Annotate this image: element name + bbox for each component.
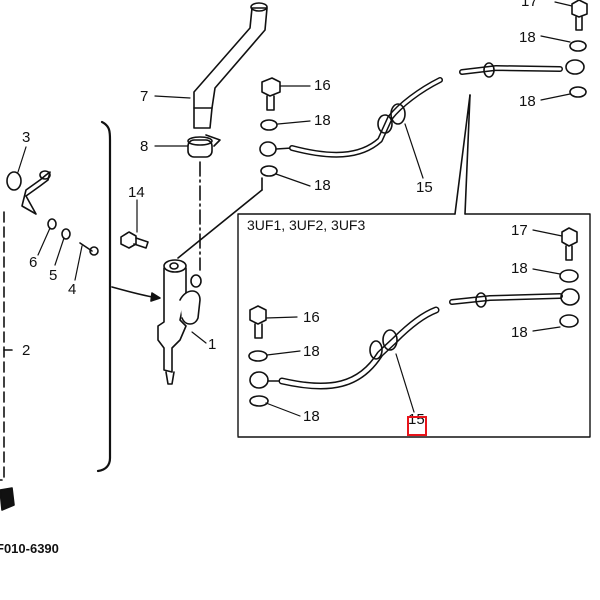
label-part-8: 8 [140, 138, 149, 155]
label-part-6: 6 [29, 254, 38, 271]
label-part-4: 4 [68, 281, 77, 298]
label-part-7: 7 [140, 88, 149, 105]
washer-part-18-inset-a [248, 350, 268, 362]
fwd-badge-icon [0, 487, 15, 511]
label-part-17-main: 17 [521, 0, 538, 10]
label-part-18-main-b: 18 [314, 177, 331, 194]
clamp-part-8 [187, 134, 221, 158]
inset-title: 3UF1, 3UF2, 3UF3 [247, 217, 366, 233]
washer-part-18-main-b [260, 165, 278, 177]
label-part-18-main-d: 18 [519, 93, 536, 110]
oring-part-3 [6, 171, 22, 191]
frame-bracket [96, 120, 112, 473]
label-part-18-inset-c: 18 [511, 260, 528, 277]
washer-part-6 [47, 218, 57, 230]
washer-part-18-main-c [569, 40, 587, 52]
reservoir-outline-part-2 [0, 211, 5, 481]
label-part-14: 14 [128, 184, 145, 201]
bolt-part-14 [120, 231, 149, 249]
screw-part-4 [79, 242, 99, 256]
label-part-18-inset-d: 18 [511, 324, 528, 341]
brake-hose-right-main [459, 59, 585, 78]
washer-part-18-inset-c [559, 269, 579, 283]
washer-part-18-inset-d [559, 314, 579, 328]
label-part-17-inset: 17 [511, 222, 528, 239]
leader-lines [17, 1, 573, 417]
washer-part-18-main-d [569, 86, 587, 98]
label-part-15-inset: 15 [408, 411, 425, 428]
washer-part-18-inset-b [249, 395, 269, 407]
label-part-1: 1 [208, 336, 217, 353]
nut-part-5 [61, 228, 71, 240]
label-part-18-inset-b: 18 [303, 408, 320, 425]
label-part-3: 3 [22, 129, 31, 146]
brake-hose-part-15-main [289, 77, 443, 158]
fitting-bracket [21, 170, 51, 215]
label-part-15-main: 15 [416, 179, 433, 196]
bolt-part-16-main [261, 77, 281, 111]
brake-hose-right-inset [449, 288, 580, 308]
label-part-16-inset: 16 [303, 309, 320, 326]
label-part-2: 2 [22, 342, 31, 359]
label-part-18-main-c: 18 [519, 29, 536, 46]
brake-hose-part-15-inset [278, 306, 440, 390]
hose-part-7 [193, 2, 268, 129]
banjo-fitting-inset [249, 371, 283, 389]
label-part-5: 5 [49, 267, 58, 284]
figure-code: F010-6390 [0, 541, 59, 556]
bolt-part-17-main [571, 0, 588, 31]
inset-box [237, 213, 591, 438]
label-part-16-main: 16 [314, 77, 331, 94]
washer-part-18-main-a [260, 119, 278, 131]
label-part-18-inset-a: 18 [303, 343, 320, 360]
label-part-18-main-a: 18 [314, 112, 331, 129]
highlight-box[interactable] [407, 416, 427, 436]
banjo-fitting-main [259, 141, 293, 157]
bolt-part-17-inset [561, 227, 578, 261]
bolt-part-16-inset [249, 305, 267, 339]
master-cylinder-part-1 [157, 259, 202, 385]
